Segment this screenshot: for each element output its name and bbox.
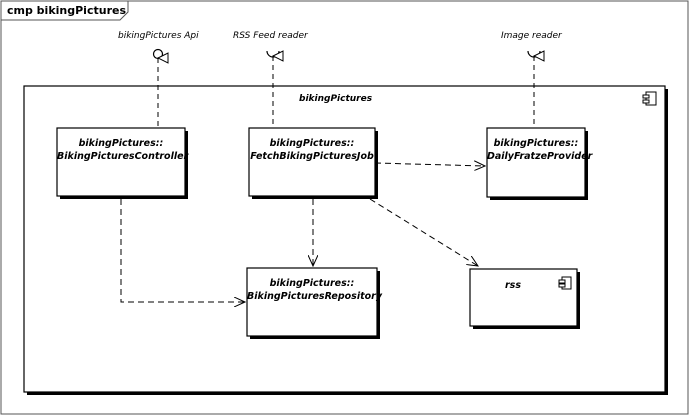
- component-controller-label: bikingPictures:: BikingPicturesControlle…: [57, 137, 189, 163]
- frame-title: cmp bikingPictures: [7, 4, 126, 17]
- component-rss-label: rss: [470, 279, 556, 292]
- rss-component-icon: [558, 276, 572, 290]
- component-name: BikingPicturesRepository: [247, 291, 383, 302]
- component-job-label: bikingPictures:: FetchBikingPicturesJob: [249, 137, 375, 163]
- interface-label-api: bikingPictures Api: [118, 31, 199, 41]
- component-name: DailyFratzeProvider: [487, 151, 593, 162]
- package-component-icon: [642, 91, 657, 106]
- interface-label-image-reader: Image reader: [501, 31, 562, 41]
- provided-interface-lollipop: [152, 48, 164, 60]
- interface-label-rss-feed: RSS Feed reader: [233, 31, 308, 41]
- component-repository: [246, 267, 380, 339]
- component-rss: [469, 268, 580, 329]
- component-namespace: bikingPictures::: [493, 138, 579, 149]
- component-provider-label: bikingPictures:: DailyFratzeProvider: [487, 137, 593, 163]
- component-repository-label: bikingPictures:: BikingPicturesRepositor…: [247, 277, 383, 303]
- component-name: FetchBikingPicturesJob: [250, 151, 374, 162]
- frame-tab-outline: [1, 1, 129, 21]
- component-job: [248, 127, 378, 199]
- dependency-controller-to-repository: [120, 199, 245, 302]
- component-name: rss: [505, 280, 521, 291]
- component-controller: [56, 127, 188, 199]
- package-name: bikingPictures: [299, 94, 373, 104]
- component-name: BikingPicturesController: [57, 151, 189, 162]
- component-namespace: bikingPictures::: [78, 138, 164, 149]
- component-provider: [486, 127, 588, 200]
- component-namespace: bikingPictures::: [269, 138, 355, 149]
- dependency-job-to-provider: [374, 163, 485, 166]
- dependency-job-to-rss: [369, 198, 478, 266]
- component-namespace: bikingPictures::: [269, 278, 355, 289]
